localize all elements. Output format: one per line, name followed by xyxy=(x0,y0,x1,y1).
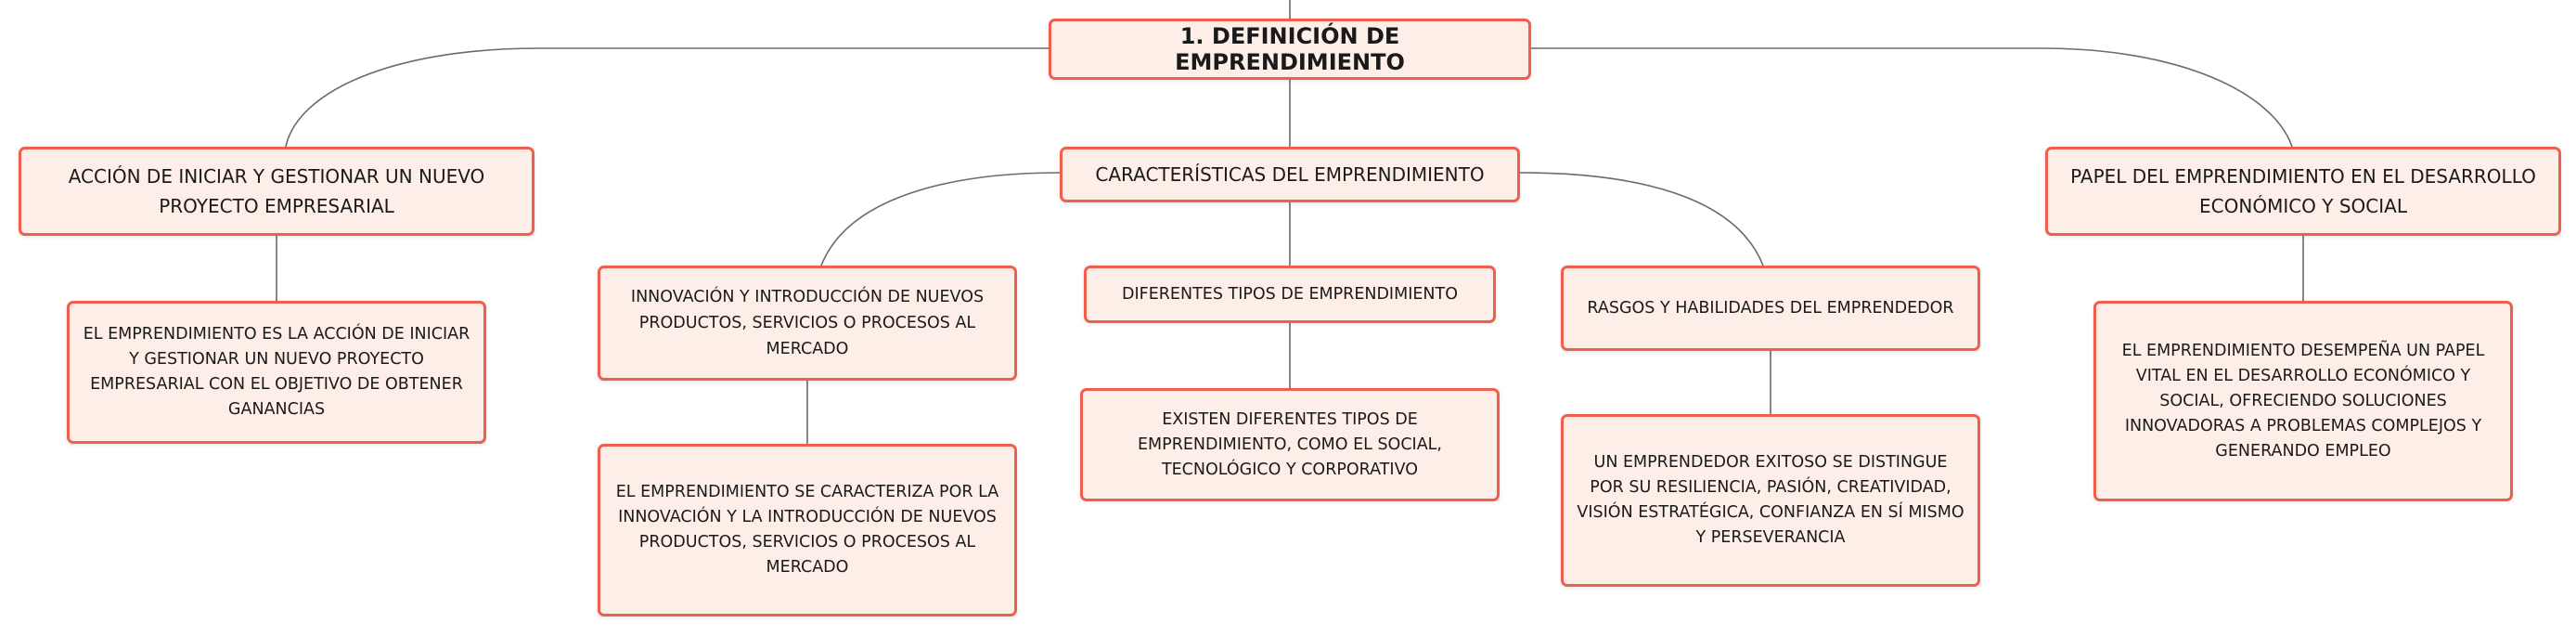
subnode-tipos-label: DIFERENTES TIPOS DE EMPRENDIMIENTO xyxy=(1122,285,1458,304)
detail-node-rasgos-text: UN EMPRENDEDOR EXITOSO SE DISTINGUE POR … xyxy=(1577,453,1964,547)
subnode-innovacion-label: INNOVACIÓN Y INTRODUCCIÓN DE NUEVOS PROD… xyxy=(630,288,985,358)
branch-node-accion-label: ACCIÓN DE INICIAR Y GESTIONAR UN NUEVO P… xyxy=(68,165,485,217)
detail-node-papel[interactable]: EL EMPRENDIMIENTO DESEMPEÑA UN PAPEL VIT… xyxy=(2093,301,2513,501)
subnode-rasgos-label: RASGOS Y HABILIDADES DEL EMPRENDEDOR xyxy=(1587,299,1954,318)
branch-node-caracteristicas-label: CARACTERÍSTICAS DEL EMPRENDIMIENTO xyxy=(1095,163,1485,186)
detail-node-accion[interactable]: EL EMPRENDIMIENTO ES LA ACCIÓN DE INICIA… xyxy=(67,301,486,444)
detail-node-innovacion[interactable]: EL EMPRENDIMIENTO SE CARACTERIZA POR LA … xyxy=(598,444,1017,617)
detail-node-tipos-text: EXISTEN DIFERENTES TIPOS DE EMPRENDIMIEN… xyxy=(1138,409,1442,479)
detail-node-papel-text: EL EMPRENDIMIENTO DESEMPEÑA UN PAPEL VIT… xyxy=(2121,341,2485,461)
subnode-tipos[interactable]: DIFERENTES TIPOS DE EMPRENDIMIENTO xyxy=(1084,266,1496,323)
root-node-label: 1. DEFINICIÓN DE EMPRENDIMIENTO xyxy=(1175,23,1405,75)
connector-char-traits xyxy=(1519,172,1764,266)
detail-node-rasgos[interactable]: UN EMPRENDEDOR EXITOSO SE DISTINGUE POR … xyxy=(1561,414,1980,587)
subnode-rasgos[interactable]: RASGOS Y HABILIDADES DEL EMPRENDEDOR xyxy=(1561,266,1980,351)
root-node[interactable]: 1. DEFINICIÓN DE EMPRENDIMIENTO xyxy=(1049,19,1531,80)
connector-root-right xyxy=(1531,47,2293,148)
branch-node-papel[interactable]: PAPEL DEL EMPRENDIMIENTO EN EL DESARROLL… xyxy=(2045,147,2561,236)
branch-node-papel-label: PAPEL DEL EMPRENDIMIENTO EN EL DESARROLL… xyxy=(2070,165,2536,217)
connector-root-left xyxy=(285,47,1049,148)
branch-node-accion[interactable]: ACCIÓN DE INICIAR Y GESTIONAR UN NUEVO P… xyxy=(19,147,535,236)
subnode-innovacion[interactable]: INNOVACIÓN Y INTRODUCCIÓN DE NUEVOS PROD… xyxy=(598,266,1017,381)
detail-node-innovacion-text: EL EMPRENDIMIENTO SE CARACTERIZA POR LA … xyxy=(615,483,999,577)
detail-node-accion-text: EL EMPRENDIMIENTO ES LA ACCIÓN DE INICIA… xyxy=(83,325,470,419)
detail-node-tipos[interactable]: EXISTEN DIFERENTES TIPOS DE EMPRENDIMIEN… xyxy=(1080,388,1500,501)
branch-node-caracteristicas[interactable]: CARACTERÍSTICAS DEL EMPRENDIMIENTO xyxy=(1060,147,1520,202)
connector-char-innovation xyxy=(820,172,1061,266)
